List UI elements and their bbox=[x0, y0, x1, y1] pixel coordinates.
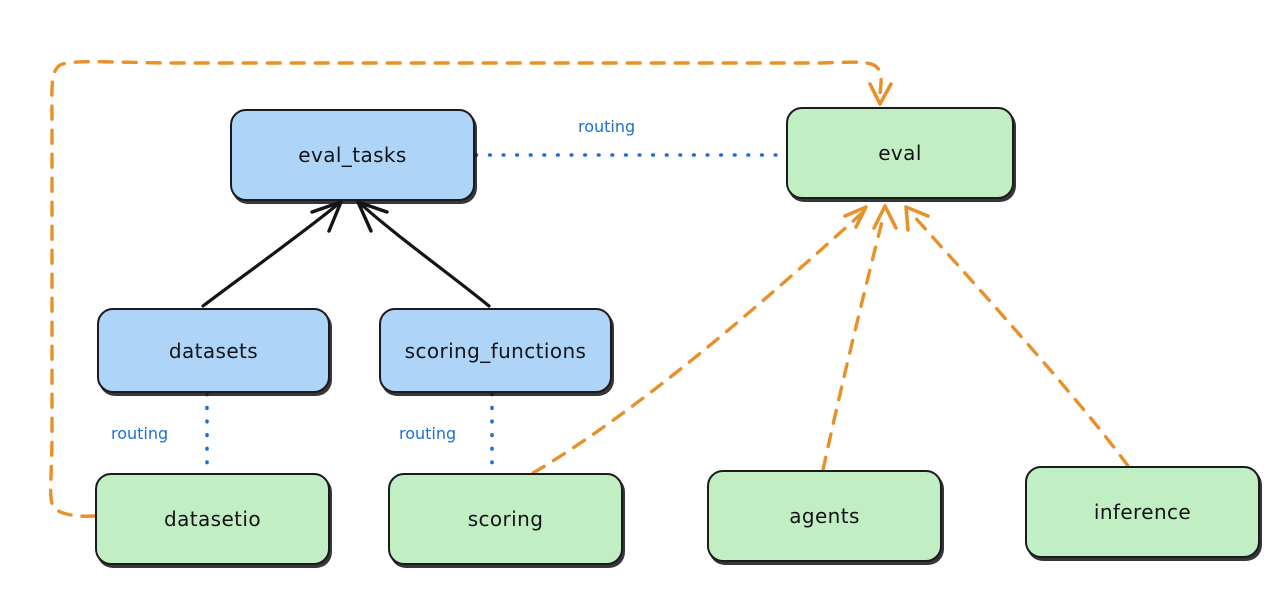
node-label-scoring: scoring bbox=[467, 507, 544, 531]
edge-label-routing-eval_tasks-eval: routing bbox=[578, 117, 636, 136]
node-scoring[interactable]: scoring bbox=[388, 473, 623, 565]
node-eval[interactable]: eval bbox=[786, 107, 1014, 199]
node-agents[interactable]: agents bbox=[707, 470, 942, 562]
node-label-eval: eval bbox=[878, 141, 922, 165]
node-label-inference: inference bbox=[1093, 500, 1192, 524]
node-scoring-functions[interactable]: scoring_functions bbox=[379, 308, 612, 393]
node-label-eval-tasks: eval_tasks bbox=[298, 143, 407, 167]
node-eval-tasks[interactable]: eval_tasks bbox=[230, 109, 475, 201]
node-datasetio[interactable]: datasetio bbox=[95, 473, 330, 565]
node-label-datasetio: datasetio bbox=[163, 507, 261, 531]
node-label-scoring-functions: scoring_functions bbox=[404, 338, 587, 363]
node-datasets[interactable]: datasets bbox=[97, 308, 330, 393]
node-label-datasets: datasets bbox=[168, 338, 259, 363]
edge-agents-eval bbox=[821, 204, 898, 472]
edge-label-routing-scoring_functions-scoring: routing bbox=[399, 424, 457, 443]
edge-datasets-eval_tasks bbox=[201, 200, 343, 308]
edge-label-routing-datasets-datasetio: routing bbox=[111, 424, 169, 443]
edge-inference-eval bbox=[904, 205, 1130, 468]
node-label-agents: agents bbox=[789, 504, 860, 528]
node-inference[interactable]: inference bbox=[1025, 466, 1260, 558]
edge-scoring_functions-eval_tasks bbox=[356, 200, 491, 308]
